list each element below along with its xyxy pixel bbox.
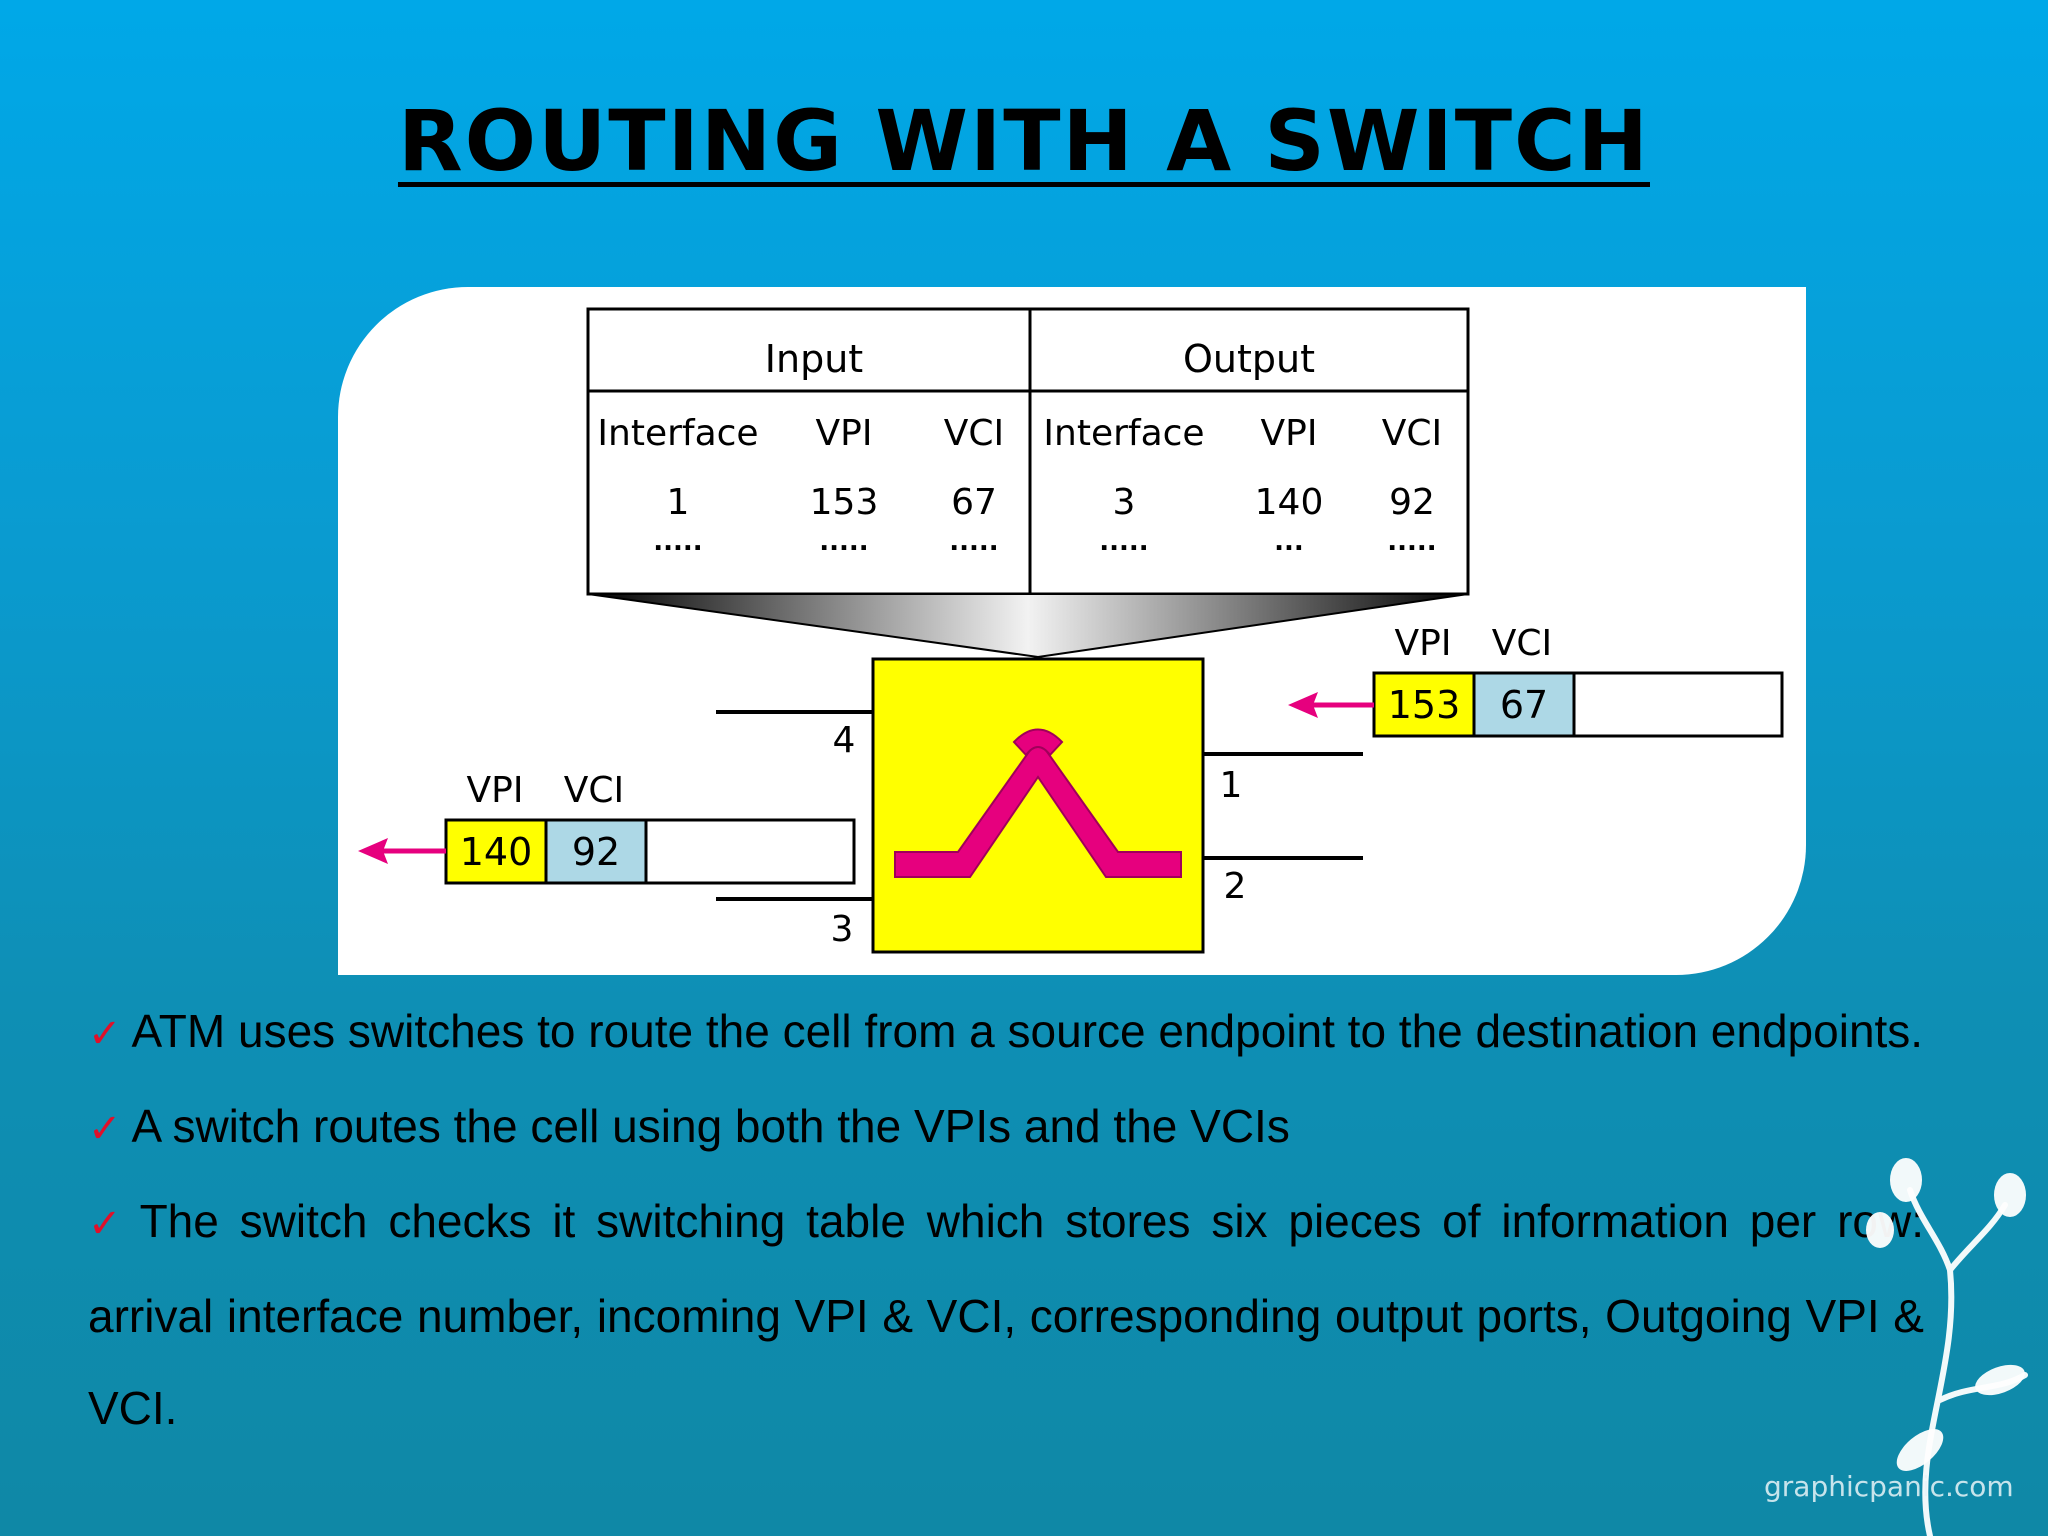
dots-input-interface: .....: [653, 527, 702, 557]
watermark-text: graphicpanic.com: [1764, 1470, 2014, 1503]
outgoing-vpi-label: VPI: [467, 770, 524, 811]
bullet-item: ✓The switch checks it switching table wh…: [88, 1175, 1924, 1454]
table-border: [586, 307, 1470, 596]
switch-diagram-svg: Input Output Interface VPI VCI Interface…: [358, 307, 1784, 954]
col-input-vpi: VPI: [816, 413, 873, 454]
cell-output-interface: 3: [1113, 482, 1136, 523]
cell-input-vpi: 153: [810, 482, 879, 523]
checkmark-icon: ✓: [88, 1106, 122, 1152]
port-3-label: 3: [831, 909, 854, 950]
dots-input-vci: .....: [949, 527, 998, 557]
bullet-text: ATM uses switches to route the cell from…: [131, 1005, 1924, 1057]
incoming-vci-label: VCI: [1492, 623, 1552, 664]
outgoing-vci-label: VCI: [564, 770, 624, 811]
outgoing-arrow-icon: [358, 838, 388, 864]
dots-input-vpi: .....: [819, 527, 868, 557]
cell-input-vci: 67: [951, 482, 997, 523]
checkmark-icon: ✓: [88, 1011, 122, 1057]
col-input-interface: Interface: [597, 413, 758, 454]
port-2-label: 2: [1224, 866, 1247, 907]
col-output-vci: VCI: [1382, 413, 1442, 454]
outgoing-vpi-value: 140: [460, 830, 533, 874]
dots-output-interface: .....: [1099, 527, 1148, 557]
incoming-arrow-icon: [1288, 692, 1318, 718]
cell-input-interface: 1: [667, 482, 690, 523]
floral-decoration-icon: [1866, 1158, 2028, 1536]
incoming-vci-value: 67: [1500, 683, 1548, 727]
dots-output-vpi: ...: [1274, 527, 1304, 557]
atm-switch: [871, 657, 1205, 954]
incoming-payload-field: [1572, 671, 1784, 738]
incoming-cell: VPI VCI 153 67: [1288, 623, 1784, 738]
bullet-text: The switch checks it switching table whi…: [88, 1195, 1924, 1434]
switch-diagram: Input Output Interface VPI VCI Interface…: [338, 287, 1806, 975]
incoming-vpi-label: VPI: [1395, 623, 1452, 664]
outgoing-vci-value: 92: [572, 830, 620, 874]
outgoing-payload-field: [644, 818, 856, 885]
switch-routing-crossover: [1012, 728, 1064, 757]
col-output-interface: Interface: [1043, 413, 1204, 454]
port-1-label: 1: [1220, 765, 1243, 806]
dots-output-vci: .....: [1387, 527, 1436, 557]
slide-title-text: ROUTING WITH A SWITCH: [397, 92, 1650, 190]
switching-table: Input Output Interface VPI VCI Interface…: [586, 307, 1470, 596]
table-to-switch-funnel: [587, 593, 1469, 659]
slide-title: ROUTING WITH A SWITCH: [0, 92, 2048, 190]
incoming-vci-field: [1472, 671, 1576, 738]
col-input-vci: VCI: [944, 413, 1004, 454]
incoming-vpi-value: 153: [1388, 683, 1461, 727]
col-output-vpi: VPI: [1261, 413, 1318, 454]
port-4-label: 4: [833, 720, 856, 761]
input-header: Input: [765, 337, 863, 381]
cell-output-vpi: 140: [1255, 482, 1324, 523]
outgoing-cell: VPI VCI 140 92: [358, 770, 856, 885]
bullet-list: ✓ATM uses switches to route the cell fro…: [88, 985, 1924, 1454]
outgoing-vci-field: [544, 818, 648, 885]
bullet-item: ✓A switch routes the cell using both the…: [88, 1080, 1924, 1175]
bullet-item: ✓ATM uses switches to route the cell fro…: [88, 985, 1924, 1080]
switch-routing-symbol: [894, 737, 1182, 878]
bullet-text: A switch routes the cell using both the …: [131, 1100, 1290, 1152]
cell-output-vci: 92: [1389, 482, 1435, 523]
output-header: Output: [1183, 337, 1315, 381]
checkmark-icon: ✓: [88, 1201, 130, 1247]
